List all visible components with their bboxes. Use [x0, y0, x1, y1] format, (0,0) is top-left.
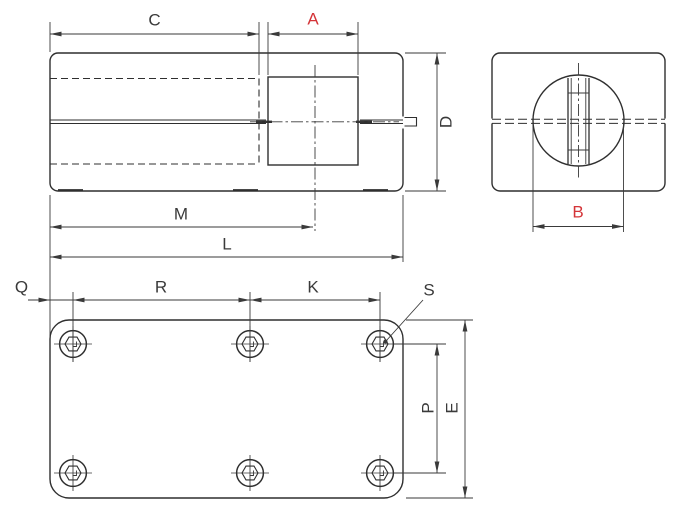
screw-stub — [404, 116, 418, 127]
callout-S: S — [383, 281, 435, 344]
dim-Q: Q — [15, 278, 73, 303]
pocket-outline — [267, 76, 359, 166]
hidden-bore-outline — [50, 77, 260, 165]
dim-label-q: Q — [15, 278, 28, 297]
slit-lines — [50, 119, 403, 125]
screw-hole-5 — [230, 454, 270, 492]
dim-label-l: L — [222, 235, 231, 254]
dim-label-p: P — [419, 402, 438, 413]
leader-dot — [383, 339, 388, 344]
dim-label-e: E — [443, 402, 462, 413]
dim-label-a: A — [307, 10, 319, 29]
screw-hole-6 — [360, 454, 400, 492]
dim-D: D — [405, 52, 456, 192]
dim-label-d: D — [437, 116, 456, 128]
side-view — [49, 52, 418, 231]
dim-R: R — [72, 278, 251, 362]
dim-B: B — [532, 124, 624, 232]
dim-M: M — [49, 195, 313, 339]
dim-label-s: S — [423, 281, 434, 300]
screw-hole-4 — [53, 454, 93, 492]
slit-edge-gap — [400, 116, 405, 129]
bottom-view — [49, 319, 404, 499]
dim-label-r: R — [155, 278, 167, 297]
dim-P: P — [394, 343, 446, 474]
threaded-slot — [567, 78, 590, 164]
dim-A: A — [267, 10, 359, 75]
dim-label-b: B — [572, 203, 583, 222]
plate-outline — [49, 319, 404, 499]
block-outline — [49, 52, 404, 192]
dim-label-c: C — [148, 11, 160, 30]
dim-L: L — [50, 195, 404, 262]
dim-label-k: K — [307, 278, 319, 297]
dim-C: C — [49, 11, 260, 75]
dim-label-m: M — [174, 205, 188, 224]
dim-E: E — [406, 319, 473, 499]
dim-K: K — [250, 278, 381, 362]
end-view — [490, 52, 667, 192]
